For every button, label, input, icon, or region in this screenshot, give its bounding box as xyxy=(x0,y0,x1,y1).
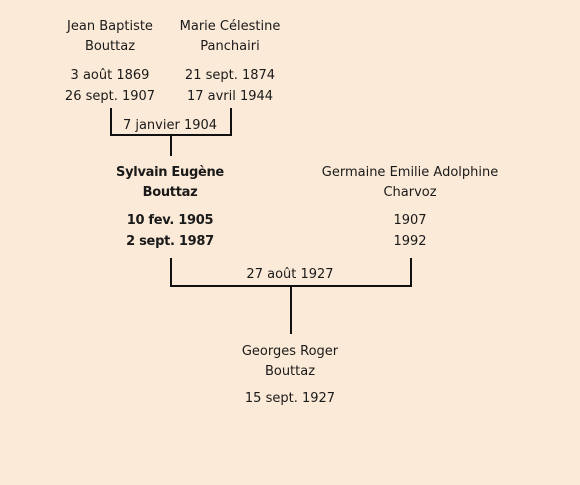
mother-first-names: Germaine Emilie Adolphine xyxy=(321,165,499,180)
grandmother-dates: 21 sept. 1874 17 avril 1944 xyxy=(180,65,281,107)
grandfather-first-names: Jean Baptiste xyxy=(67,19,153,34)
child-dates: 15 sept. 1927 xyxy=(242,388,338,409)
grandmother-death: 17 avril 1944 xyxy=(186,89,274,104)
mother-surname: Charvoz xyxy=(383,185,437,200)
parents-marriage-date: 27 août 1927 xyxy=(243,267,337,283)
mother-card: Germaine Emilie Adolphine Charvoz 1907 1… xyxy=(322,163,498,252)
father-first-names: Sylvain Eugène xyxy=(116,165,224,180)
child-birth: 15 sept. 1927 xyxy=(244,391,336,406)
mother-dates: 1907 1992 xyxy=(322,210,498,252)
father-dates: 10 fev. 1905 2 sept. 1987 xyxy=(116,210,224,252)
child-surname: Bouttaz xyxy=(264,364,316,379)
child-first-names: Georges Roger xyxy=(241,344,339,359)
grandmother-surname: Panchairi xyxy=(200,39,260,54)
mother-death: 1992 xyxy=(393,234,427,249)
grandmother-card: Marie Célestine Panchairi 21 sept. 1874 … xyxy=(180,17,281,107)
grandfather-death: 26 sept. 1907 xyxy=(64,89,156,104)
grandfather-card: Jean Baptiste Bouttaz 3 août 1869 26 sep… xyxy=(65,17,155,107)
father-birth: 10 fev. 1905 xyxy=(126,213,214,228)
child-card: Georges Roger Bouttaz 15 sept. 1927 xyxy=(242,342,338,409)
grandfather-dates: 3 août 1869 26 sept. 1907 xyxy=(65,65,155,107)
grandparents-marriage-date: 7 janvier 1904 xyxy=(119,118,221,134)
mother-birth: 1907 xyxy=(393,213,427,228)
father-surname: Bouttaz xyxy=(142,185,198,200)
grandmother-birth: 21 sept. 1874 xyxy=(184,68,276,83)
grandfather-surname: Bouttaz xyxy=(84,39,136,54)
father-death: 2 sept. 1987 xyxy=(126,234,214,249)
father-card: Sylvain Eugène Bouttaz 10 fev. 1905 2 se… xyxy=(116,163,224,252)
grandfather-birth: 3 août 1869 xyxy=(70,68,150,83)
grandmother-first-names: Marie Célestine xyxy=(179,19,281,34)
